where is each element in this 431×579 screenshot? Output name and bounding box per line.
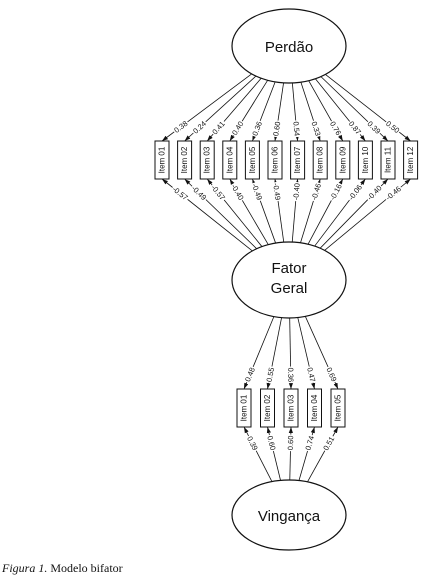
perdao-item-06-specific-loading: 0.60	[271, 121, 282, 137]
bifactor-diagram: 0.38-0.570.24-0.490.41-0.570.40-0.400.36…	[154, 8, 419, 551]
figure-title: Modelo bifator	[47, 561, 123, 575]
perdao-factor-label: Perdão	[265, 39, 313, 56]
vinganca-item-02-specific-loading: 0.60	[265, 435, 277, 451]
perdao-item-07-box	[290, 140, 306, 180]
perdao-item-04-label: Item 04	[225, 146, 234, 173]
perdao-item-10-box	[357, 140, 373, 180]
perdao-item-05-box	[244, 140, 260, 180]
perdao-item-11-box	[380, 140, 396, 180]
perdao-item-07-general-loading: -0.40	[291, 183, 301, 201]
vinganca-factor-label: Vingança	[258, 508, 321, 525]
vinganca-factor	[231, 479, 347, 551]
perdao-item-05-label: Item 05	[248, 146, 257, 173]
general-factor-label-line1: Fator	[271, 260, 306, 277]
vinganca-item-02-box	[260, 388, 275, 428]
perdao-item-03-label: Item 03	[203, 146, 212, 173]
perdao-item-12-label: Item 12	[406, 146, 415, 173]
vinganca-item-01-box	[236, 388, 252, 428]
vinganca-item-02-label: Item 02	[263, 394, 272, 421]
perdao-item-06-general-loading: -0.49	[271, 182, 282, 200]
vinganca-item-01-specific-path	[243, 426, 273, 482]
perdao-item-01-label: Item 01	[158, 146, 167, 173]
perdao-item-03-box	[199, 140, 215, 180]
vinganca-item-05-box	[330, 388, 346, 428]
vinganca-item-04-specific-loading: 0.74	[303, 435, 316, 452]
figure-caption: Figura 1. Modelo bifator	[2, 561, 123, 576]
vinganca-item-03-box	[283, 388, 299, 428]
vinganca-item-03-specific-loading: 0.60	[286, 435, 295, 450]
vinganca-item-05-label: Item 05	[334, 394, 343, 421]
perdao-item-10-label: Item 10	[361, 146, 370, 173]
perdao-item-09-box	[335, 140, 351, 180]
perdao-item-05-specific-loading: 0.36	[250, 120, 264, 137]
perdao-item-12-box	[403, 140, 419, 180]
perdao-item-06-box	[267, 140, 283, 180]
perdao-item-02-box	[177, 140, 193, 180]
perdao-item-08-box	[312, 140, 328, 180]
perdao-item-01-box	[154, 140, 170, 180]
general-factor	[231, 241, 347, 319]
perdao-item-08-label: Item 08	[316, 146, 325, 173]
vinganca-item-05-specific-path	[307, 426, 339, 483]
vinganca-item-03-general-loading: 0.36	[286, 367, 295, 382]
perdao-item-08-specific-loading: 0.33	[310, 120, 323, 137]
perdao-item-08-general-loading: -0.46	[309, 182, 323, 201]
vinganca-item-04-box	[307, 388, 322, 428]
perdao-item-04-box	[222, 140, 238, 180]
perdao-item-05-general-loading: -0.49	[250, 182, 264, 201]
figure-number: Figura 1.	[2, 561, 48, 575]
vinganca-item-01-label: Item 01	[240, 394, 249, 421]
perdao-item-07-label: Item 07	[293, 146, 302, 173]
perdao-factor	[231, 8, 347, 84]
vinganca-item-04-label: Item 04	[310, 394, 319, 421]
vinganca-item-03-label: Item 03	[287, 394, 296, 421]
vinganca-item-02-general-loading: 0.55	[265, 367, 277, 383]
perdao-item-07-specific-loading: 0.54	[291, 121, 301, 136]
perdao-item-11-label: Item 11	[384, 146, 393, 173]
general-factor-label-line2: Geral	[271, 280, 308, 297]
perdao-item-06-label: Item 06	[271, 146, 280, 173]
perdao-item-02-label: Item 02	[180, 146, 189, 173]
perdao-item-09-label: Item 09	[338, 146, 347, 173]
vinganca-item-04-general-loading: 0.47	[305, 367, 317, 383]
